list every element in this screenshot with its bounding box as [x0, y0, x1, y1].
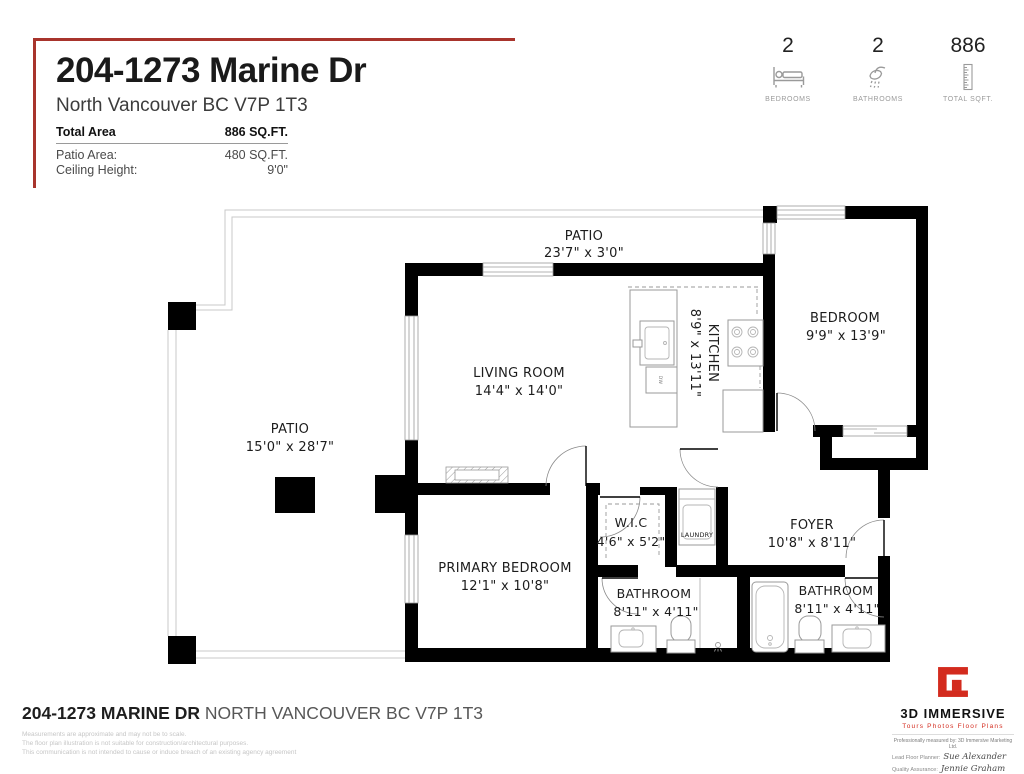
bathroom-1-dims: 8'11" x 4'11": [613, 604, 698, 619]
disclaimers: Measurements are approximate and may not…: [22, 730, 296, 757]
brand-measured-by: Professionally measured by: 3D Immersive…: [892, 734, 1014, 750]
total-area-value: 886 SQ.FT.: [224, 125, 288, 139]
planner-label: Lead Floor Planner:: [892, 755, 941, 761]
wic-shelving: [605, 503, 660, 558]
stat-bedrooms: 2 BEDROOMS: [745, 34, 831, 103]
patio-railing: [167, 209, 763, 659]
living-room-side-window: [404, 315, 419, 441]
patio-top-dims: 23'7" x 3'0": [544, 246, 624, 261]
bedrooms-label: BEDROOMS: [765, 96, 811, 103]
bathroom-1-label: BATHROOM: [617, 586, 692, 601]
living-room-dims: 14'4" x 14'0": [475, 384, 564, 399]
living-room-top-window: [482, 262, 554, 277]
bathroom-2-door: [844, 577, 885, 618]
room-labels: PATIO 23'7" x 3'0" PATIO 15'0" x 28'7" L…: [246, 229, 886, 619]
brand-tagline: Tours Photos Floor Plans: [902, 723, 1004, 730]
patio-top-label: PATIO: [565, 229, 603, 244]
patio-columns: [168, 302, 413, 664]
total-sqft-count: 886: [950, 34, 986, 57]
disclaimer-line: This communication is not intended to ca…: [22, 749, 297, 756]
total-area-label: Total Area: [56, 125, 116, 139]
entry-door: [845, 519, 885, 559]
dishwasher-label: DW: [657, 376, 663, 385]
disclaimer-line: Measurements are approximate and may not…: [22, 731, 187, 738]
page-title: 204-1273 Marine Dr: [56, 51, 367, 90]
kitchen-dims: 8'9" x 13'11": [687, 309, 702, 398]
brand-name: 3D IMMERSIVE: [900, 706, 1006, 721]
bedrooms-count: 2: [782, 34, 794, 57]
qa-signature: Jennie Graham: [940, 764, 1006, 774]
bedroom-label: BEDROOM: [810, 311, 880, 326]
kitchen-fixtures: DW: [628, 286, 764, 433]
page-subtitle: North Vancouver BC V7P 1T3: [56, 95, 308, 116]
wic-label: W.I.C: [615, 515, 648, 530]
footer-address-bold: 204-1273 MARINE DR: [22, 703, 200, 723]
bedroom-door: [776, 392, 816, 432]
primary-bedroom-door: [545, 445, 587, 487]
bathroom-1-fixtures: [610, 578, 722, 654]
total-area-row: Total Area 886 SQ.FT.: [56, 125, 288, 144]
stat-total-sqft: 886 TOTAL SQFT.: [925, 34, 1011, 103]
kitchen-counter: [722, 389, 764, 433]
hallway-door: [679, 448, 719, 488]
bathroom-1-door: [601, 577, 639, 615]
qa-signature-row: Quality Assurance: Jennie Graham: [892, 764, 1014, 774]
footer-address-rest: NORTH VANCOUVER BC V7P 1T3: [204, 703, 483, 723]
bed-icon: [770, 62, 806, 92]
bathroom-2-toilet: [794, 615, 825, 654]
bedroom-dims: 9'9" x 13'9": [806, 329, 886, 344]
patio-area-value: 480 SQ.FT.: [224, 148, 288, 162]
branding-block: 3D IMMERSIVE Tours Photos Floor Plans Pr…: [892, 666, 1014, 774]
bathrooms-label: BATHROOMS: [853, 96, 903, 103]
ruler-icon: [961, 62, 975, 92]
bathrooms-count: 2: [872, 34, 884, 57]
bathroom-2-fixtures: [751, 581, 886, 654]
ceiling-height-label: Ceiling Height:: [56, 163, 138, 177]
laundry-label: LAUNDRY: [681, 531, 713, 539]
patio-left-label: PATIO: [271, 422, 309, 437]
bathroom-2-dims: 8'11" x 4'11": [794, 601, 879, 616]
bathroom-2-vanity: [831, 624, 886, 653]
bedroom-closet-slider: [842, 425, 908, 437]
disclaimer-line: The floor plan illustration is not suita…: [22, 740, 249, 747]
foyer-label: FOYER: [790, 518, 834, 533]
bedroom-side-window: [762, 222, 776, 255]
bathroom-2-tub: [751, 581, 789, 653]
bathroom-1-shower-head: [714, 642, 722, 652]
living-room-label: LIVING ROOM: [473, 366, 565, 381]
bathroom-2-label: BATHROOM: [799, 583, 874, 598]
ceiling-height-row: Ceiling Height: 9'0": [56, 163, 288, 178]
planner-signature-row: Lead Floor Planner: Sue Alexander: [892, 752, 1014, 762]
patio-left-dims: 15'0" x 28'7": [246, 440, 335, 455]
stove: [727, 319, 764, 367]
total-sqft-label: TOTAL SQFT.: [942, 96, 994, 103]
3d-immersive-logo-icon: [938, 667, 969, 697]
wic-dims: 4'6" x 5'2": [597, 534, 666, 549]
bedroom-top-window: [776, 205, 846, 220]
footer-address: 204-1273 MARINE DR NORTH VANCOUVER BC V7…: [22, 703, 483, 724]
stat-bathrooms: 2 BATHROOMS: [835, 34, 921, 103]
ceiling-height-value: 9'0": [267, 163, 288, 177]
planner-signature: Sue Alexander: [943, 752, 1007, 762]
bathroom-1-toilet: [666, 615, 696, 654]
windows: [404, 205, 908, 604]
property-stats: 2 BEDROOMS 2 BATHROOMS: [745, 34, 1015, 103]
patio-area-row: Patio Area: 480 SQ.FT.: [56, 148, 288, 163]
shower-icon: [865, 62, 891, 92]
foyer-dims: 10'8" x 8'11": [768, 536, 857, 551]
fireplace: [445, 466, 509, 484]
area-table: Total Area 886 SQ.FT. Patio Area: 480 SQ…: [56, 125, 288, 178]
laundry-machine: [678, 488, 716, 546]
patio-area-label: Patio Area:: [56, 148, 118, 162]
dishwasher: [645, 366, 678, 394]
primary-bedroom-label: PRIMARY BEDROOM: [438, 561, 571, 576]
primary-bedroom-window: [404, 534, 419, 604]
kitchen-label: KITCHEN: [705, 324, 720, 382]
primary-bedroom-dims: 12'1" x 10'8": [461, 579, 550, 594]
plan-header: 204-1273 Marine Dr North Vancouver BC V7…: [33, 38, 515, 188]
